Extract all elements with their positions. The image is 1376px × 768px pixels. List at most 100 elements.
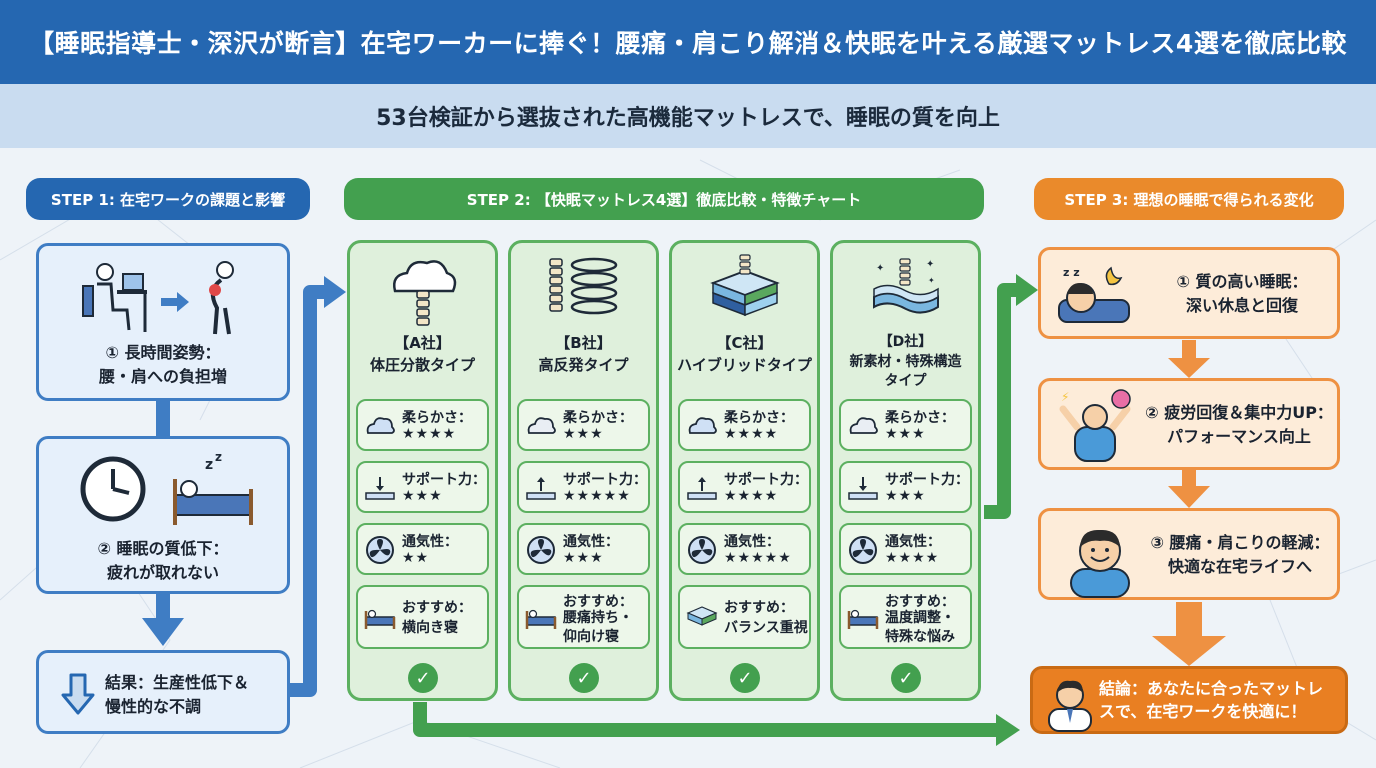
- step1-card-sleep: z z ② 睡眠の質低下： 疲れが取れない: [36, 436, 290, 594]
- step3-card-quality-sleep-text: ① 質の高い睡眠： 深い休息と回復: [1176, 272, 1308, 315]
- step1-label: STEP 1: 在宅ワークの課題と影響: [26, 178, 310, 220]
- attr-value: ★★★★: [885, 550, 940, 566]
- svg-text:✦: ✦: [876, 263, 884, 274]
- mattress-a-support: サポート力： ★★★: [356, 461, 489, 513]
- mattress-a-check-icon: ✓: [408, 663, 438, 693]
- attr-value: 横向き寝: [402, 620, 458, 636]
- step1-card-result: 結果：生産性低下＆ 慢性的な不調: [36, 650, 290, 734]
- step1-card-posture-text: ① 長時間姿勢： 腰・肩への負担増: [98, 343, 227, 386]
- attr-label: 柔らかさ：: [724, 410, 794, 426]
- attr-label: 通気性：: [563, 534, 619, 550]
- fan-icon: [366, 536, 394, 564]
- sparkle-wave-mattress-icon: ✦ ✦ ✦: [873, 258, 939, 314]
- support-arrow-icon: [687, 477, 717, 500]
- support-arrow-icon: [365, 477, 395, 500]
- attr-value: ★★★: [563, 426, 604, 442]
- attr-label: サポート力：: [724, 472, 808, 488]
- attr-value: ★★★★: [724, 426, 779, 442]
- cloud-icon: [527, 417, 556, 434]
- attr-value: ★★★: [402, 488, 443, 504]
- mattress-d-title: 【D社】 新素材・特殊構造 タイプ: [849, 334, 962, 390]
- mattress-a-softness: 柔らかさ： ★★★★: [356, 399, 489, 451]
- sleeping-face-icon: z z: [1058, 266, 1130, 323]
- step3-card-recovery-text: ② 疲労回復＆集中力UP： パフォーマンス向上: [1145, 403, 1333, 446]
- support-arrow-icon: [526, 477, 556, 500]
- mattress-a-recommend: おすすめ： 横向き寝: [356, 585, 489, 649]
- svg-text:⚡: ⚡: [1061, 390, 1069, 404]
- svg-text:✦: ✦: [926, 259, 934, 270]
- step3-card-recovery: ⚡ ② 疲労回復＆集中力UP： パフォーマンス向上: [1038, 378, 1340, 470]
- attr-value: ★★★★: [724, 488, 779, 504]
- clock-and-sleeper-icon: z z: [80, 450, 253, 525]
- attr-value: ★★★★★: [724, 550, 792, 566]
- conclusion-card: 結論：あなたに合ったマットレ スで、在宅ワークを快適に！: [1030, 666, 1348, 734]
- mattress-column-a: 【A社】 体圧分散タイプ 柔らかさ： ★★★★ サポート力： ★★★ 通気性： …: [347, 240, 498, 701]
- mattress-c-breathability: 通気性： ★★★★★: [678, 523, 811, 575]
- mattress-b-recommend: おすすめ： 腰痛持ち・ 仰向け寝: [517, 585, 650, 649]
- attr-value: ★★★: [563, 550, 604, 566]
- conclusion-text: 結論：あなたに合ったマットレ スで、在宅ワークを快適に！: [1099, 679, 1324, 722]
- step3-card-pain-relief-text: ③ 腰痛・肩こりの軽減： 快適な在宅ライフへ: [1150, 533, 1330, 576]
- attr-label: サポート力：: [563, 472, 647, 488]
- attr-label: 通気性：: [885, 534, 941, 550]
- page-subtitle: 53台検証から選抜された高機能マットレスで、睡眠の質を向上: [0, 84, 1376, 148]
- cloud-spine-icon: [393, 260, 457, 326]
- svg-text:z z: z z: [1063, 266, 1080, 279]
- mattress-b-breathability: 通気性： ★★★: [517, 523, 650, 575]
- mattress-c-recommend: おすすめ： バランス重視: [678, 585, 811, 649]
- step1-card-sleep-text: ② 睡眠の質低下： 疲れが取れない: [97, 539, 229, 582]
- mattress-b-support: サポート力： ★★★★★: [517, 461, 650, 513]
- attr-label: 柔らかさ：: [402, 410, 472, 426]
- stacked-layers-icon: [686, 606, 718, 626]
- attr-value: ★★★: [885, 488, 926, 504]
- svg-text:z: z: [205, 457, 213, 473]
- step3-card-pain-relief: ③ 腰痛・肩こりの軽減： 快適な在宅ライフへ: [1038, 508, 1340, 600]
- mattress-column-c: 【C社】 ハイブリッドタイプ 柔らかさ： ★★★★ サポート力： ★★★★ 通気…: [669, 240, 820, 701]
- mattress-c-softness: 柔らかさ： ★★★★: [678, 399, 811, 451]
- attr-label: 通気性：: [724, 534, 780, 550]
- svg-text:z: z: [215, 450, 222, 464]
- doctor-icon: [1048, 680, 1092, 732]
- attr-value: ★★★★★: [563, 488, 631, 504]
- desk-worker-back-pain-icon: [82, 261, 234, 335]
- mattress-column-b: 【B社】 高反発タイプ 柔らかさ： ★★★ サポート力： ★★★★★ 通気性： …: [508, 240, 659, 701]
- mattress-a-title: 【A社】 体圧分散タイプ: [369, 334, 475, 374]
- step3-card-quality-sleep: z z ① 質の高い睡眠： 深い休息と回復: [1038, 247, 1340, 339]
- page-title: 【睡眠指導士・深沢が断言】在宅ワーカーに捧ぐ！腰痛・肩こり解消＆快眠を叶える厳選…: [0, 0, 1376, 84]
- cloud-icon: [849, 417, 878, 434]
- attr-value: 腰痛持ち・ 仰向け寝: [563, 610, 633, 645]
- cloud-icon: [366, 417, 395, 434]
- fan-icon: [527, 536, 555, 564]
- attr-label: 柔らかさ：: [563, 410, 633, 426]
- step2-label: STEP 2: 【快眠マットレス4選】徹底比較・特徴チャート: [344, 178, 984, 220]
- mattress-b-check-icon: ✓: [569, 663, 599, 693]
- bed-icon: [525, 609, 557, 629]
- mattress-column-d: ✦ ✦ ✦ 【D社】 新素材・特殊構造 タイプ 柔らかさ： ★★★ サポート力：…: [830, 240, 981, 701]
- svg-text:✦: ✦: [928, 276, 935, 285]
- mattress-c-title: 【C社】 ハイブリッドタイプ: [677, 334, 812, 374]
- attr-value: 温度調整・ 特殊な悩み: [885, 610, 955, 645]
- step3-label: STEP 3: 理想の睡眠で得られる変化: [1034, 178, 1344, 220]
- attr-value: ★★★: [885, 426, 926, 442]
- mattress-a-breathability: 通気性： ★★: [356, 523, 489, 575]
- step1-card-posture: ① 長時間姿勢： 腰・肩への負担増: [36, 243, 290, 401]
- bed-icon: [364, 609, 396, 629]
- mattress-d-breathability: 通気性： ★★★★: [839, 523, 972, 575]
- mattress-d-support: サポート力： ★★★: [839, 461, 972, 513]
- bed-icon: [847, 609, 879, 629]
- cloud-icon: [688, 417, 717, 434]
- attr-value: ★★: [402, 550, 430, 566]
- fan-icon: [849, 536, 877, 564]
- mattress-c-support: サポート力： ★★★★: [678, 461, 811, 513]
- step1-card-result-text: 結果：生産性低下＆ 慢性的な不調: [105, 673, 250, 716]
- support-arrow-icon: [848, 477, 878, 500]
- mattress-b-title: 【B社】 高反発タイプ: [538, 334, 629, 374]
- spring-coil-spine-icon: [549, 257, 618, 315]
- fan-icon: [688, 536, 716, 564]
- stretching-person-icon: ⚡: [1059, 389, 1131, 462]
- attr-value: バランス重視: [724, 620, 808, 636]
- mattress-c-check-icon: ✓: [730, 663, 760, 693]
- mattress-d-check-icon: ✓: [891, 663, 921, 693]
- attr-label: サポート力：: [885, 472, 969, 488]
